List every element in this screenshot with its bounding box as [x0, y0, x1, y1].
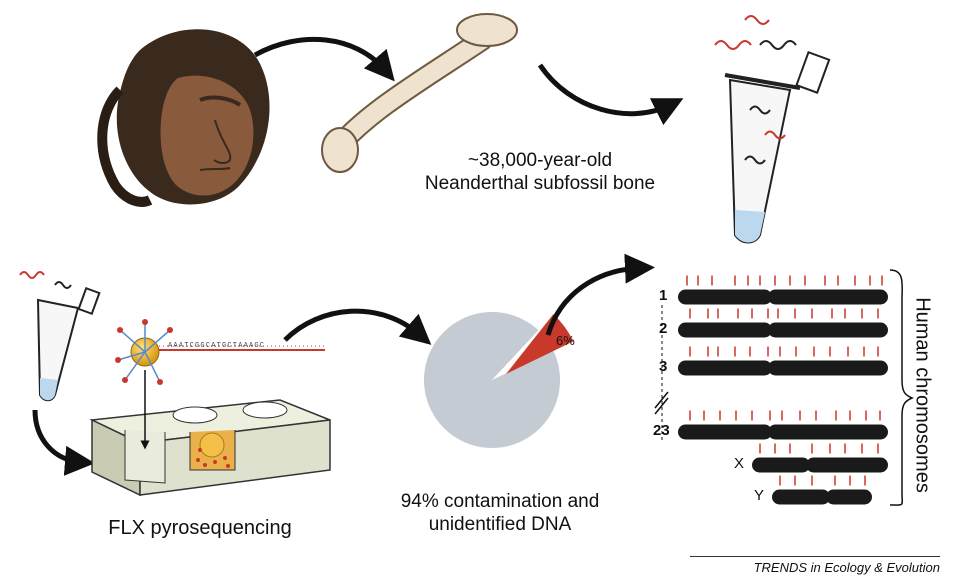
chromosome-23-label: 23 [653, 422, 670, 439]
contamination-pie-chart [424, 312, 574, 449]
neanderthal-head-illustration [97, 29, 270, 207]
arrow-pie-to-chromosomes [545, 253, 655, 336]
capture-bead [115, 319, 325, 385]
chromosome-x-label: X [734, 455, 745, 472]
chromosome-2-arm [768, 322, 888, 338]
journal-credit: TRENDS in Ecology & Evolution [690, 556, 940, 575]
chromosome-1-arm [768, 289, 888, 305]
arrow-head-to-bone [253, 36, 395, 82]
human-chromosomes-text: Human chromosomes [911, 297, 934, 493]
chromosome-ideograms [678, 275, 888, 505]
sample-tube-small [19, 271, 101, 402]
contamination-caption-line-2: unidentified DNA [428, 514, 572, 535]
picotiter-plate [89, 370, 331, 497]
chromosome-x-arm [806, 457, 888, 473]
extraction-tube [724, 50, 831, 244]
dna-fragments-top [714, 15, 797, 165]
pie-slice-contamination [424, 312, 561, 449]
bone-caption: ~38,000-year-old Neanderthal subfossil b… [380, 149, 700, 195]
pie-slice-neanderthal [506, 314, 574, 374]
chromosome-x-arm [752, 457, 810, 473]
dna-sequence-text: AAATCGGCATGCTAAAGC [168, 342, 266, 350]
arrow-sequencing-to-pie [283, 308, 432, 345]
chromosome-3-label: 3 [659, 358, 668, 375]
bone-caption-line-2: Neanderthal subfossil bone [424, 173, 656, 194]
chromosome-23-arm [678, 424, 772, 440]
chromosome-y-label: Y [754, 487, 765, 504]
flx-caption: FLX pyrosequencing [108, 517, 292, 539]
chromosome-3-arm [678, 360, 772, 376]
contamination-caption: 94% contamination and unidentified DNA [370, 490, 630, 536]
chromosome-1 [678, 275, 888, 305]
chromosome-1-arm [678, 289, 772, 305]
bone-caption-line-1: ~38,000-year-old [467, 150, 613, 171]
chromosome-2-arm [678, 322, 772, 338]
chromosome-y-arm [772, 489, 830, 505]
human-chromosomes-label: Human chromosomes [904, 280, 940, 510]
chromosome-2-label: 2 [659, 320, 668, 337]
break-mark [654, 391, 669, 409]
chromosome-y [772, 475, 872, 505]
bone-illustration [321, 13, 518, 173]
chromosome-3-arm [768, 360, 888, 376]
arrow-bone-to-tube [537, 63, 684, 126]
chromosome-x [752, 443, 888, 473]
break-mark [654, 397, 669, 415]
chromosome-3 [678, 346, 888, 376]
chromosome-y-arm [826, 489, 872, 505]
chromosome-23-arm [768, 424, 888, 440]
neanderthal-percent-label: 6% [556, 333, 575, 348]
chromosome-2 [678, 308, 888, 338]
chromosome-brace [889, 269, 914, 506]
contamination-caption-line-1: 94% contamination and [400, 491, 600, 512]
chromosome-23 [678, 410, 888, 440]
chromosome-1-label: 1 [659, 287, 668, 304]
arrow-tube-to-plate [32, 409, 95, 476]
